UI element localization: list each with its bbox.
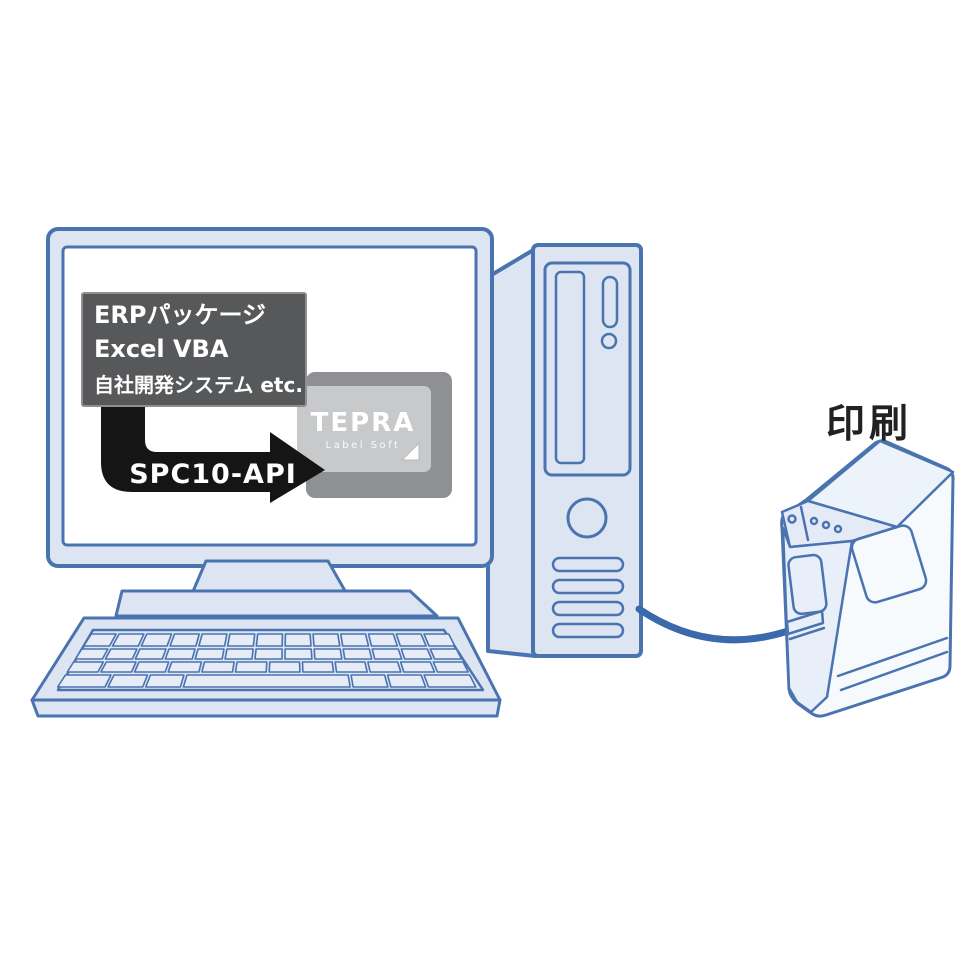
print-label: 印刷 <box>826 402 912 447</box>
keyboard-key <box>164 648 196 660</box>
keyboard-key <box>367 661 402 673</box>
printer-side-window <box>850 524 928 604</box>
printer-tape-exit-shadow <box>788 626 826 641</box>
keyboard-key <box>140 633 173 647</box>
tepra-card-fold-corner <box>400 441 420 461</box>
tower-power-led <box>600 332 618 350</box>
stand-base-bar <box>114 589 439 618</box>
tower-vent <box>551 578 625 595</box>
desktop-tower <box>486 243 643 658</box>
keyboard-key <box>386 674 427 688</box>
tower-side-face <box>486 247 537 658</box>
tower-power-button <box>566 497 608 539</box>
keyboard-key <box>66 661 105 673</box>
keyboard-key <box>74 648 109 660</box>
printer-power-button <box>787 514 797 524</box>
keyboard-key <box>284 648 313 660</box>
keyboard-key <box>224 648 254 660</box>
keyboard-key <box>350 674 389 688</box>
software-box-bg <box>81 292 307 407</box>
keyboard-key <box>429 648 463 660</box>
keyboard-key <box>201 661 235 673</box>
software-box: ERPパッケージ Excel VBA 自社開発システム etc. <box>81 292 307 407</box>
keyboard-key <box>254 648 283 660</box>
keyboard-key <box>234 661 268 673</box>
keyboard-key <box>107 674 149 688</box>
keyboard-key <box>284 633 312 647</box>
keyboard-key <box>423 633 456 647</box>
keyboard-key <box>268 661 301 673</box>
tepra-brand-text: TEPRA <box>311 408 416 438</box>
keyboard-key <box>255 633 284 647</box>
software-box-line: ERPパッケージ <box>94 301 266 329</box>
printer-cover-seam <box>839 650 949 692</box>
keyboard-key <box>423 674 477 688</box>
keyboard-key <box>194 648 225 660</box>
keyboard-key <box>111 633 145 647</box>
tepra-card <box>297 386 431 472</box>
tower-drive-slot <box>554 270 586 465</box>
screen-content: TEPRA Label Soft SPC10-API ERPパッケージ Exce… <box>81 292 452 503</box>
keyboard-key <box>395 633 427 647</box>
tower-vent <box>551 556 625 573</box>
tower-vent <box>551 600 625 617</box>
keyboard-key <box>301 661 335 673</box>
printer-panel-button <box>809 516 819 526</box>
keyboard-key <box>432 661 469 673</box>
keyboard-key <box>340 633 370 647</box>
keyboard-key <box>82 633 117 647</box>
keyboard-key <box>100 661 137 673</box>
tower-eject-button <box>601 275 619 329</box>
printer-panel-button <box>821 520 831 530</box>
keyboard-key <box>226 633 256 647</box>
panel-divider <box>799 505 810 542</box>
keyboard-key <box>334 661 368 673</box>
printer-panel-button <box>833 524 843 534</box>
label-printer <box>780 439 955 718</box>
keyboard-front-skirt <box>30 698 502 718</box>
monitor-stand <box>114 559 439 618</box>
keyboard-keys <box>56 633 477 688</box>
usb-cable <box>635 605 792 644</box>
keyboard-key <box>400 648 433 660</box>
keyboard-key <box>56 674 112 688</box>
tower-drive-bay-panel <box>543 261 632 477</box>
tower-vent <box>551 622 625 639</box>
keyboard-key <box>134 648 167 660</box>
keyboard-key <box>313 648 343 660</box>
keyboard-key <box>198 633 228 647</box>
keyboard-key <box>312 633 341 647</box>
keyboard-key <box>371 648 403 660</box>
tepra-product-text: Label Soft <box>326 440 401 451</box>
keyboard-key <box>182 674 351 688</box>
printer-cover-seam <box>836 636 949 678</box>
keyboard-key <box>399 661 436 673</box>
keyboard-key <box>167 661 203 673</box>
keyboard-key <box>104 648 138 660</box>
api-arrow <box>101 403 325 503</box>
keyboard-key <box>342 648 373 660</box>
keyboard-key <box>169 633 200 647</box>
keyboard-key <box>133 661 170 673</box>
tepra-label-soft-card: TEPRA Label Soft <box>297 372 452 498</box>
keyboard-key <box>367 633 399 647</box>
printer-cartridge-window <box>787 553 828 616</box>
tower-front-face <box>531 243 643 658</box>
api-arrow-label: SPC10-API <box>129 459 297 490</box>
printer-left-face <box>781 526 854 714</box>
keyboard-key <box>144 674 185 688</box>
software-box-line: 自社開発システム etc. <box>94 373 303 397</box>
software-box-line: Excel VBA <box>94 335 229 363</box>
keyboard <box>30 616 502 718</box>
printer-tape-exit-slot <box>785 609 825 636</box>
